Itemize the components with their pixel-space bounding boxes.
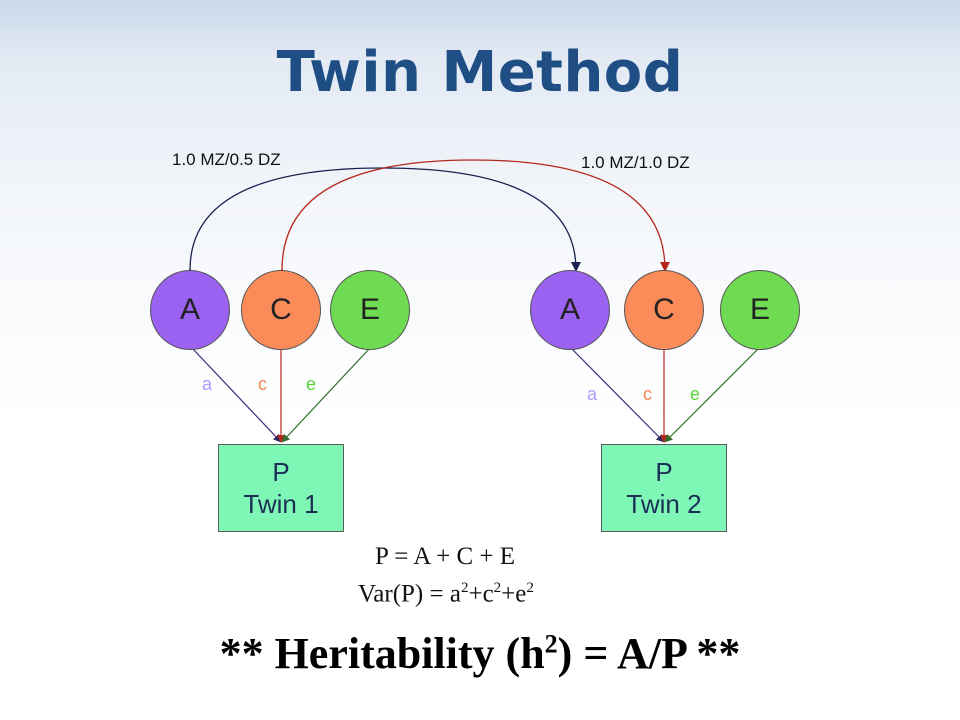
twin2-a-path-label: a <box>587 384 598 404</box>
c-correlation-label: 1.0 MZ/1.0 DZ <box>581 153 690 172</box>
twin2-e-path <box>664 347 760 443</box>
heritability-prefix: ** Heritability (h <box>219 629 545 678</box>
twin1-e-path <box>281 347 371 443</box>
phenotype-equation: P = A + C + E <box>375 543 516 570</box>
heritability-suffix: ) = A/P ** <box>557 629 741 678</box>
variance-equation-prefix: Var(P) = a <box>358 580 461 608</box>
twin2-common-environment-node: C <box>624 270 704 350</box>
twin2-a-path <box>570 347 665 443</box>
twin1-a-path-label: a <box>202 374 213 394</box>
twin1-phenotype-box: P Twin 1 <box>218 444 344 532</box>
twin1-common-environment-node: C <box>241 270 321 350</box>
twin1-c-path-label: c <box>258 374 267 394</box>
twin1-phenotype-symbol: P <box>272 457 290 487</box>
variance-equation: Var(P) = a2+c2+e2 <box>358 580 534 608</box>
twin2-phenotype-symbol: P <box>655 457 673 487</box>
twin2-e-path-label: e <box>690 384 701 404</box>
twin2-phenotype-label: Twin 2 <box>626 489 702 519</box>
twin1-e-path-label: e <box>306 374 317 394</box>
twin2-c-path-label: c <box>643 384 652 404</box>
slide-title: Twin Method <box>276 40 684 105</box>
variance-equation-e-term: +e <box>501 580 527 608</box>
a-correlation-arrow <box>184 167 581 279</box>
heritability-exponent: 2 <box>544 629 558 659</box>
variance-exponent-a: 2 <box>460 580 469 596</box>
twin2-unique-environment-node: E <box>720 270 800 350</box>
twin1-unique-environment-node: E <box>330 270 410 350</box>
variance-exponent-c: 2 <box>493 580 502 596</box>
twin1-additive-genetic-node: A <box>150 270 230 350</box>
a-correlation-label: 1.0 MZ/0.5 DZ <box>172 150 281 169</box>
twin1-a-path <box>191 347 282 443</box>
twin1-phenotype-label: Twin 1 <box>243 489 319 519</box>
twin2-additive-genetic-node: A <box>530 270 610 350</box>
heritability-formula: ** Heritability (h2) = A/P ** <box>0 628 960 679</box>
variance-exponent-e: 2 <box>526 580 534 596</box>
variance-equation-c-term: +c <box>468 580 494 608</box>
c-correlation-arrow <box>276 159 670 279</box>
twin2-phenotype-box: P Twin 2 <box>601 444 727 532</box>
